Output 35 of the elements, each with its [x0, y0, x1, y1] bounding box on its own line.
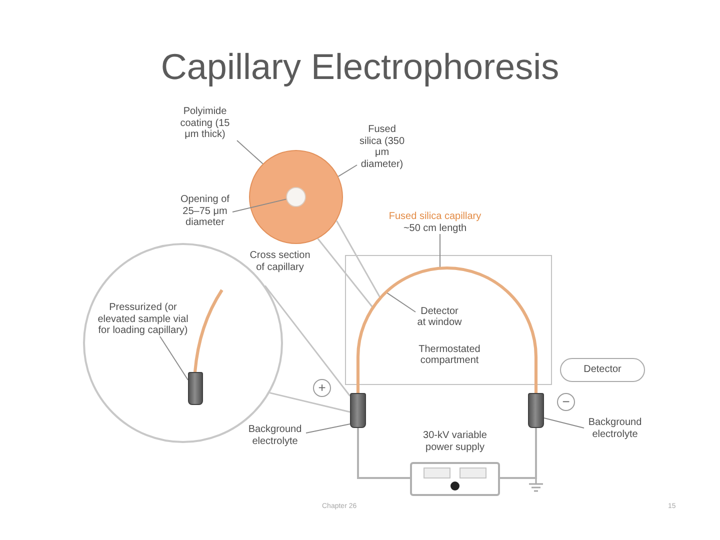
electrolyte-label: Background electrolyte — [584, 417, 646, 440]
electrolyte-label: Background electrolyte — [244, 424, 306, 447]
magnifier-line — [270, 392, 350, 413]
vial-label: Pressurized (or elevated sample vial for loading capillary) — [96, 302, 190, 336]
silica-label: Fused silica (350 μm diameter) — [357, 124, 407, 170]
magnifier-line — [264, 285, 351, 396]
magnifier-line — [317, 238, 374, 308]
circuit-wire — [357, 428, 410, 479]
leader-line — [236, 140, 264, 164]
leader-line — [232, 198, 287, 212]
capillary-label: Fused silica capillary ~50 cm length — [388, 211, 482, 234]
leader-line — [160, 336, 188, 380]
cross-section-caption: Cross section of capillary — [249, 250, 311, 273]
opening-label: Opening of 25–75 μm diameter — [178, 194, 232, 228]
electrolyte-vial — [350, 393, 366, 428]
magnifier-line — [336, 220, 381, 298]
circuit-wire — [500, 428, 537, 479]
detector-box: Detector — [560, 358, 645, 382]
capillary-tube — [356, 266, 538, 393]
capillary-tube — [193, 289, 224, 372]
polarity-sign: + — [313, 379, 331, 397]
title: Capillary Electrophoresis — [160, 46, 560, 88]
leader-line — [338, 164, 358, 177]
electrolyte-vial — [528, 393, 544, 428]
capillary-bore — [286, 187, 306, 207]
polarity-sign: − — [557, 393, 575, 411]
window-label: Detector at window — [416, 306, 464, 328]
thermostated-compartment — [345, 255, 552, 385]
leader-line — [306, 424, 350, 434]
sample-vial — [188, 372, 203, 405]
leader-line — [544, 418, 584, 428]
power-supply-label: 30-kV variable power supply — [422, 430, 488, 453]
coating-label: Polyimide coating (15 μm thick) — [173, 106, 237, 140]
leader-line — [386, 292, 416, 312]
compartment-label: Thermostated compartment — [418, 344, 482, 366]
